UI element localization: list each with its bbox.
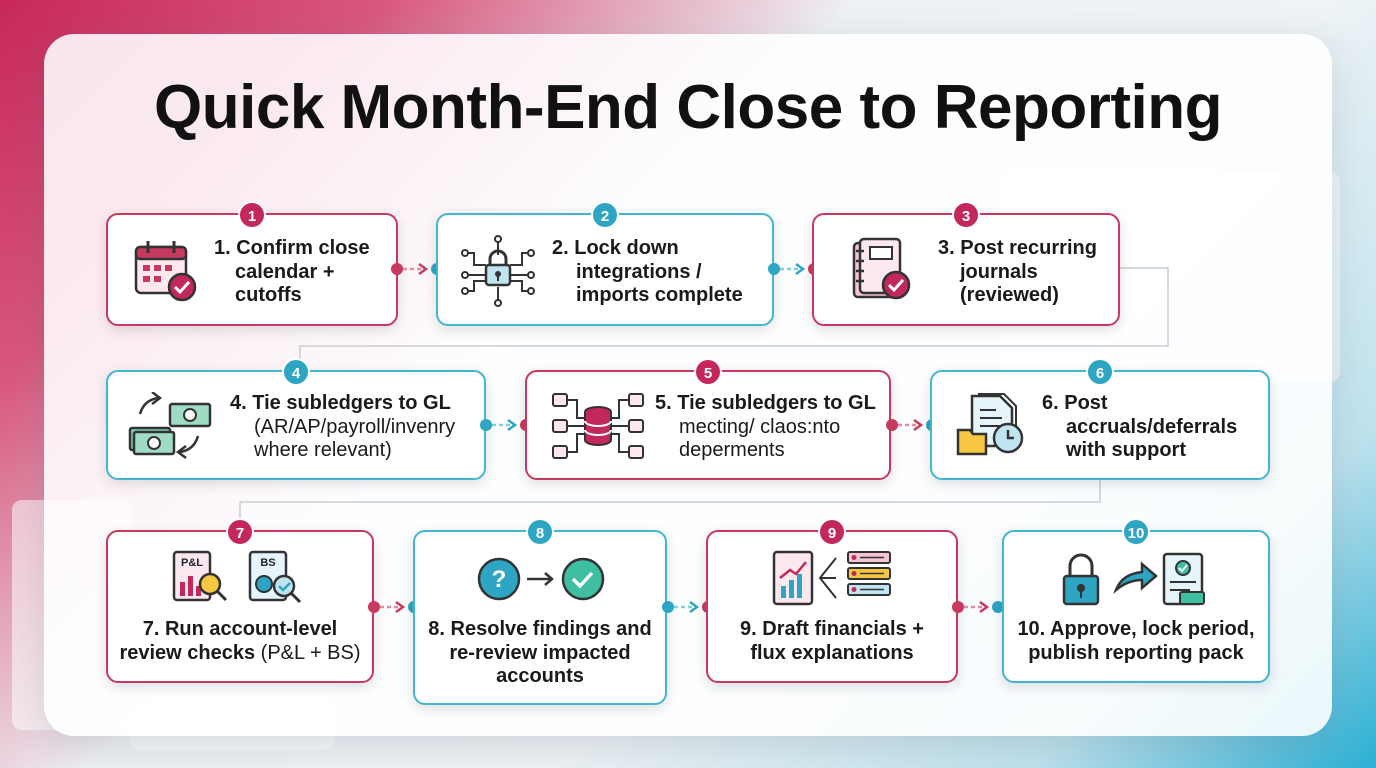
step-8-card: 8 ? 8. Resolve findings and re-review im…	[413, 518, 667, 705]
step-9-label: 9. Draft financials + flux explanations	[740, 618, 924, 664]
step-9-badge: 9	[818, 518, 846, 546]
question-to-check-icon: ?	[477, 557, 605, 601]
step-9-card: 9 9. Draft financials + flux explanation…	[706, 518, 958, 683]
step-2-label: 2. Lock down integrations / imports comp…	[552, 237, 743, 306]
document-clock-icon	[956, 393, 1024, 456]
step-8-badge: 8	[526, 518, 554, 546]
pl-bs-review-icon: P&L BS	[172, 550, 302, 604]
step-5-badge: 5	[694, 358, 722, 386]
step-4-card: 4 4. Tie subledgers to GL (AR/AP/payroll…	[106, 358, 486, 480]
step-1-label: 1. Confirm close calendar + cutoffs	[214, 237, 370, 306]
step-3-badge: 3	[952, 201, 980, 229]
step-4-label: 4. Tie subledgers to GL (AR/AP/payroll/i…	[230, 392, 456, 461]
connector-9-10	[952, 600, 1004, 614]
lock-publish-icon	[1062, 552, 1205, 606]
svg-text:P&L: P&L	[181, 557, 203, 569]
step-7-card: 7 P&L BS 7. Run account-level review che…	[106, 518, 374, 683]
step-7-badge: 7	[226, 518, 254, 546]
step-6-card: 6 6. Post accruals/deferrals with suppor…	[930, 358, 1270, 480]
step-3-card: 3 3. Post recurring journals (reviewed)	[812, 201, 1120, 326]
calendar-check-icon	[134, 241, 197, 302]
step-7-label: 7. Run account-level review checks (P&L …	[119, 618, 361, 664]
report-chart-icon	[772, 550, 891, 606]
page-title: Quick Month-End Close to Reporting	[154, 73, 1222, 142]
step-5-label: 5. Tie subledgers to GL mecting/ claos:n…	[655, 392, 876, 461]
step-3-label: 3. Post recurring journals (reviewed)	[938, 237, 1097, 306]
svg-text:BS: BS	[260, 557, 275, 569]
step-10-badge: 10	[1122, 518, 1150, 546]
journal-book-icon	[852, 237, 911, 300]
step-2-card: 2 2. Lock down integrations / imports co…	[436, 201, 774, 326]
step-8-label: 8. Resolve findings and re-review impact…	[428, 618, 652, 687]
database-flow-icon	[552, 393, 644, 459]
step-1-card: 1 1. Confirm close calendar + cutoffs	[106, 201, 398, 326]
step-6-badge: 6	[1086, 358, 1114, 386]
step-10-label: 10. Approve, lock period, publish report…	[1017, 618, 1255, 664]
step-2-badge: 2	[591, 201, 619, 229]
step-4-badge: 4	[282, 358, 310, 386]
svg-text:?: ?	[492, 566, 507, 593]
step-6-label: 6. Post accruals/deferrals with support	[1042, 392, 1238, 461]
lock-network-icon	[461, 235, 535, 307]
step-10-card: 10 10. Approve, lock period, publish rep…	[1002, 518, 1270, 683]
step-1-badge: 1	[238, 201, 266, 229]
step-5-card: 5 5. Tie subledgers to GL mecting/ claos…	[525, 358, 891, 480]
cash-exchange-icon	[128, 392, 212, 459]
